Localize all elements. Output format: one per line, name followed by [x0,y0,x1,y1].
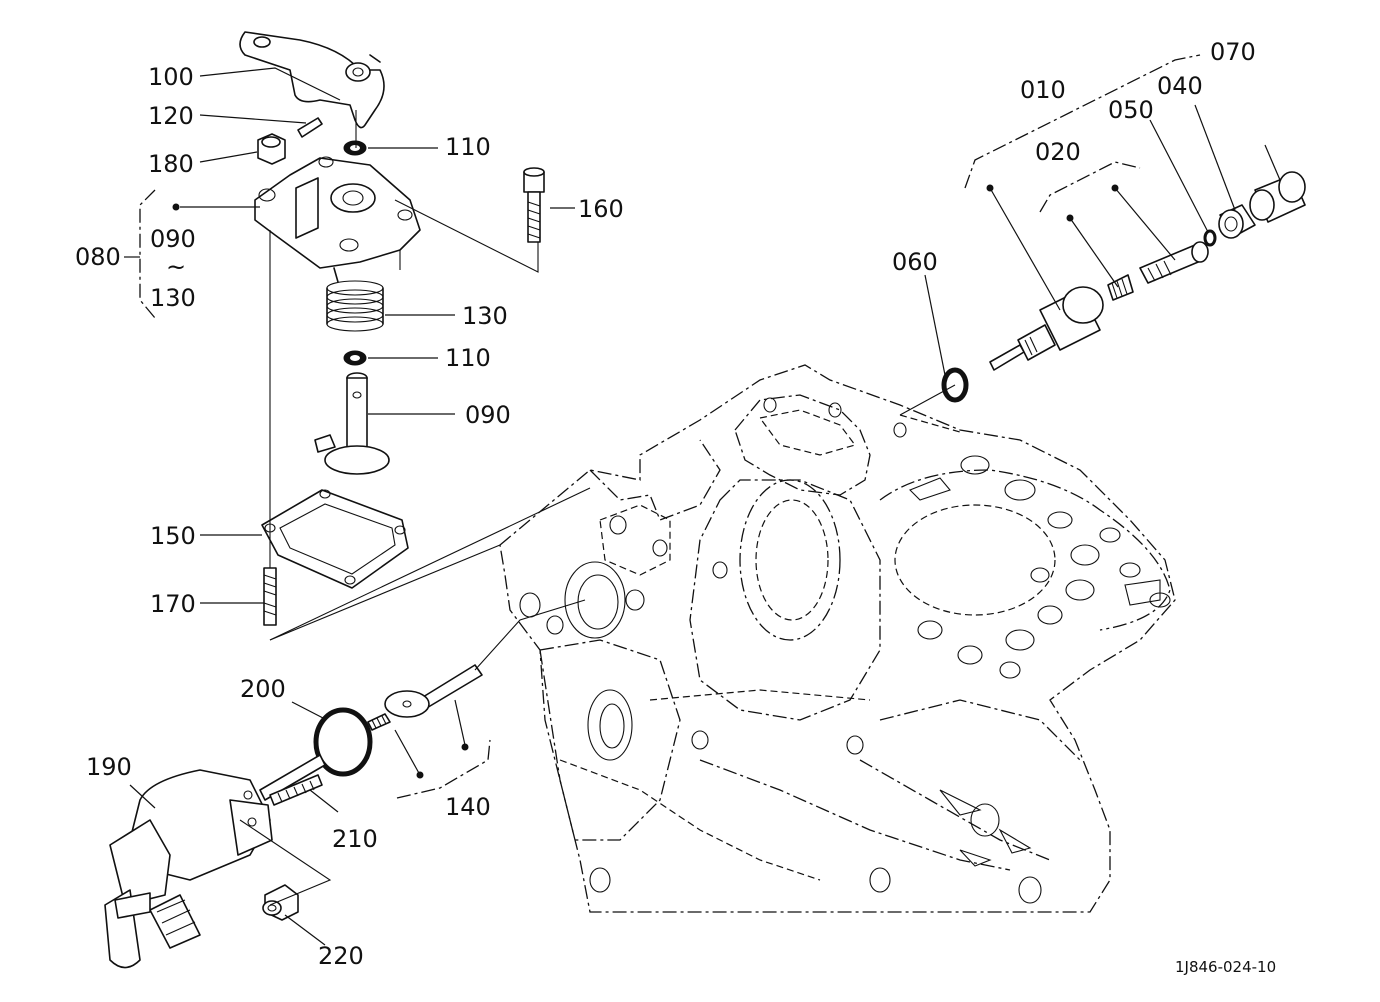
callout-010: 010 [1020,76,1066,104]
sensor-assembly-lines [239,599,586,906]
part-180-nut [257,133,286,165]
callout-150: 150 [150,522,196,550]
callout-120: 120 [148,102,194,130]
drawing-code: 1J846-024-10 [1175,958,1276,976]
callout-220: 220 [318,942,364,970]
part-160-bolt [523,167,545,243]
callout-050: 050 [1108,96,1154,124]
part-070-cap [1249,171,1306,223]
part-140-shaft [384,664,483,718]
part-170-stud [263,567,277,626]
callout-210: 210 [332,825,378,853]
callout-190: 190 [86,753,132,781]
callout-080-range-from: 090 [150,225,196,253]
part-110-seal-lower [343,350,367,366]
part-150-gasket [261,489,409,589]
assembly-lines [269,110,591,641]
part-220-nut [262,884,299,921]
part-140-spring [367,713,391,731]
part-040-nut [1218,204,1256,239]
callout-090: 090 [465,401,511,429]
callout-160: 160 [578,195,624,223]
callout-130: 130 [462,302,508,330]
part-020-plunger [1139,241,1209,284]
callout-080-range-sep: ~ [166,253,186,281]
callout-080-range-to: 130 [150,284,196,312]
group-brackets [139,54,1201,799]
callout-180: 180 [148,150,194,178]
part-130-spring [326,267,384,332]
part-090-shaft [314,372,390,475]
callout-020: 020 [1035,138,1081,166]
callout-100: 100 [148,63,194,91]
callout-060: 060 [892,248,938,276]
callout-110-upper: 110 [445,133,491,161]
callout-080: 080 [75,243,121,271]
part-120-pin [297,117,323,138]
callout-200: 200 [240,675,286,703]
callout-110-lower: 110 [445,344,491,372]
valve-assembly-lines [899,384,961,433]
leader-lines [124,67,1281,946]
part-110-seal-upper [343,140,367,156]
callout-170: 170 [150,590,196,618]
callout-070: 070 [1210,38,1256,66]
callout-140: 140 [445,793,491,821]
part-100-lever [239,31,385,129]
part-210-stud [269,774,323,806]
part-010-body [989,286,1104,371]
part-020-spring [1107,274,1134,301]
part-200-o-ring [313,707,373,777]
part-housing [254,156,421,269]
engine-block [499,364,1176,913]
callout-labels: 070 010 040 050 020 060 100 120 180 110 … [75,38,1276,976]
callout-040: 040 [1157,72,1203,100]
part-050-o-ring [1203,229,1217,247]
